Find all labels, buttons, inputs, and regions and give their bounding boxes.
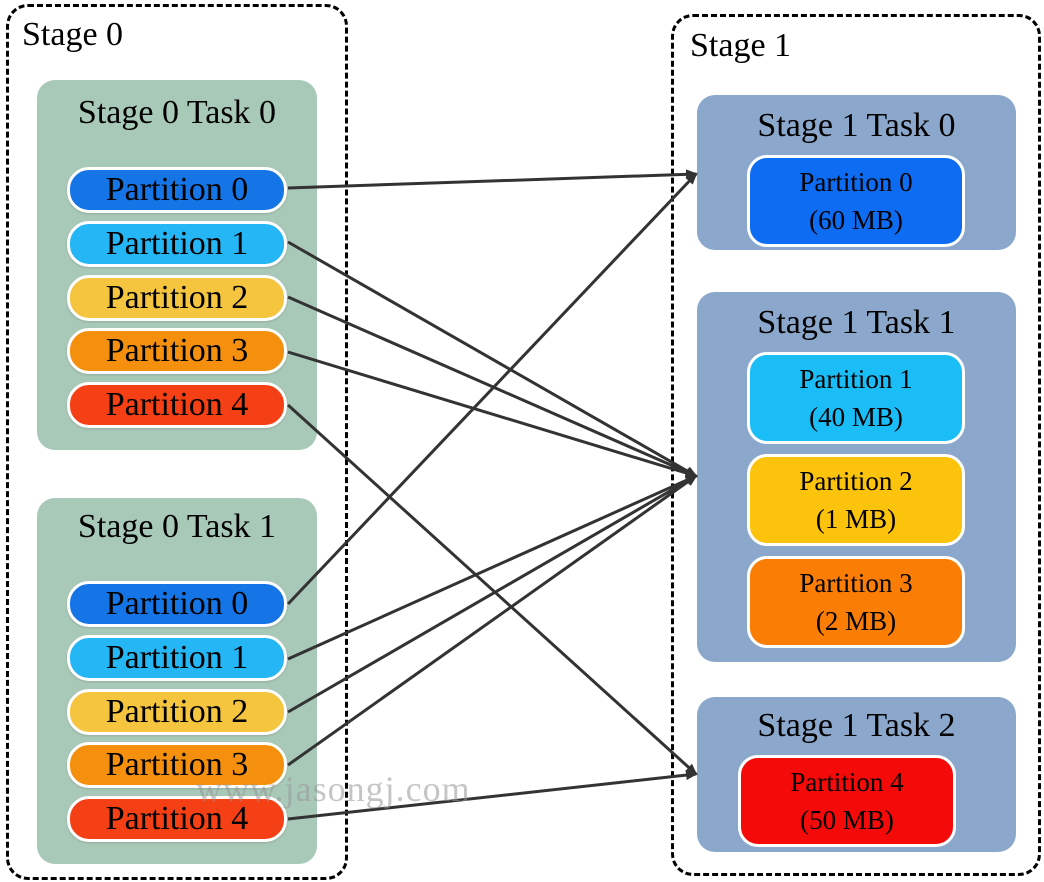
s0t1-partition-1: Partition 1 [67, 635, 287, 681]
s0t1-partition-3: Partition 3 [67, 742, 287, 788]
arrow-s0t1p2-to-s1t1 [287, 474, 698, 714]
arrow-s0t1p4-to-s1t2 [287, 770, 698, 821]
arrow-s0t0p1-to-s1t1 [287, 240, 698, 478]
s1t2-partition-4: Partition 4 (50 MB) [738, 755, 956, 847]
watermark-text: www.jasongj.com [196, 769, 471, 809]
s0t1-partition-2: Partition 2 [67, 689, 287, 735]
s0t0-partition-0: Partition 0 [67, 167, 287, 213]
s1t1-partition-2-size: (1 MB) [815, 504, 897, 534]
arrow-s0t1p0-to-s1t0 [286, 172, 698, 606]
stage-1-container [671, 14, 1041, 876]
arrow-s0t1p3-to-s1t1 [287, 474, 698, 767]
s1t1-partition-3-size: (2 MB) [815, 606, 897, 636]
s1t1-partition-1: Partition 1 (40 MB) [747, 352, 965, 444]
s0t1-partition-0: Partition 0 [67, 581, 287, 627]
s1t1-partition-3-name: Partition 3 [799, 568, 913, 598]
s1t2-partition-4-name: Partition 4 [790, 767, 904, 797]
arrow-s0t0p0-to-s1t0 [287, 169, 698, 190]
s1t0-partition-0-size: (60 MB) [809, 205, 903, 235]
stage-1-task-0-label: Stage 1 Task 0 [757, 107, 956, 144]
arrow-s0t1p1-to-s1t1 [287, 474, 698, 661]
stage-1-label: Stage 1 [690, 27, 792, 64]
s1t1-partition-1-size: (40 MB) [809, 402, 903, 432]
stage-1-task-1-label: Stage 1 Task 1 [757, 304, 956, 341]
s0t0-partition-3: Partition 3 [67, 328, 287, 374]
s0t1-partition-4: Partition 4 [67, 796, 287, 842]
stage-0-label: Stage 0 [22, 16, 124, 53]
stage-0-task-0-label: Stage 0 Task 0 [77, 94, 277, 131]
s1t1-partition-3: Partition 3 (2 MB) [747, 556, 965, 648]
s1t0-partition-0-name: Partition 0 [799, 167, 913, 197]
arrow-s0t0p2-to-s1t1 [287, 295, 698, 478]
s1t1-partition-2: Partition 2 (1 MB) [747, 454, 965, 546]
s1t0-partition-0: Partition 0 (60 MB) [747, 155, 965, 247]
s0t0-partition-4: Partition 4 [67, 382, 287, 428]
s1t1-partition-1-name: Partition 1 [799, 364, 913, 394]
s0t0-partition-1: Partition 1 [67, 221, 287, 267]
stage-0-container [6, 4, 348, 880]
stage-0-task-1-label: Stage 0 Task 1 [77, 508, 277, 545]
s1t2-partition-4-size: (50 MB) [800, 805, 894, 835]
arrow-s0t0p4-to-s1t2 [286, 403, 698, 776]
s0t0-partition-2: Partition 2 [67, 275, 287, 321]
arrow-s0t0p3-to-s1t1 [287, 350, 698, 478]
s1t1-partition-2-name: Partition 2 [799, 466, 913, 496]
stage-1-task-2-label: Stage 1 Task 2 [757, 707, 956, 744]
